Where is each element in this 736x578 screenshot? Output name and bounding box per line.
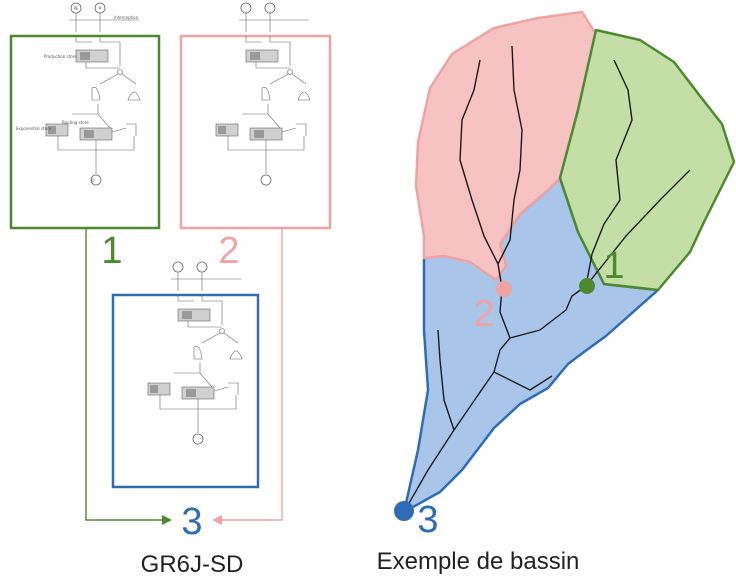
schematic-1: PE P Interception Production store Expon… — [16, 2, 141, 186]
outlet-label-3: 3 — [417, 499, 438, 541]
outlet-label-1: 1 — [603, 245, 624, 287]
interception-label: Interception — [114, 15, 139, 20]
pe-label: PE — [74, 6, 79, 11]
q-label: Q — [91, 178, 94, 183]
outlet-label-2: 2 — [473, 293, 494, 335]
catchment-map: 1 2 3 — [394, 10, 736, 541]
outlet-marker-1 — [579, 278, 595, 294]
model-number-1: 1 — [101, 230, 122, 272]
p-label: P — [99, 6, 102, 11]
exponential-store-label: Exponential store — [16, 126, 52, 131]
model-panel-3 — [111, 261, 260, 489]
model-number-3: 3 — [181, 501, 202, 543]
river-network — [403, 45, 691, 513]
production-store-label: Production store — [44, 54, 77, 59]
model-panel-2 — [179, 2, 332, 230]
routing-store-label: Routing store — [62, 120, 89, 125]
model-number-2: 2 — [218, 230, 239, 272]
model-caption: GR6J-SD — [141, 551, 244, 578]
connector-1-to-3 — [85, 228, 172, 525]
model-panel-1: PE P Interception Production store Expon… — [9, 2, 161, 230]
connector-2-to-3 — [212, 228, 283, 525]
catchment-caption: Exemple de bassin — [377, 548, 580, 575]
outlet-marker-2 — [496, 281, 512, 297]
outlet-marker-3 — [394, 501, 414, 521]
